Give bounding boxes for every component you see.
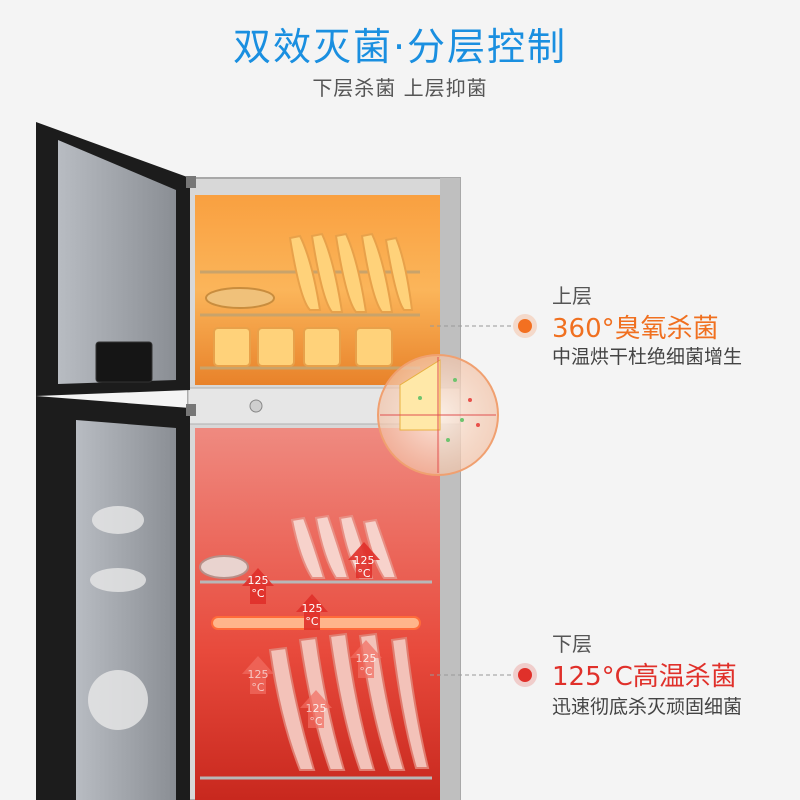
lower-bowls — [290, 514, 398, 579]
temperature-marker-value: 125 — [248, 668, 269, 681]
lower-layer-headline: 125°C高温杀菌 — [552, 662, 737, 692]
upper-layer-description: 中温烘干杜绝细菌增生 — [552, 346, 743, 368]
divider-knob — [249, 399, 263, 413]
upper-connector-dot — [518, 319, 532, 333]
door-control-panel — [95, 341, 153, 383]
door-hinge-top — [186, 176, 196, 188]
temperature-marker-unit: °C — [359, 665, 373, 678]
temperature-marker: 125 °C — [242, 568, 274, 604]
lower-door-glass — [76, 420, 176, 800]
upper-snack-plate — [205, 287, 275, 309]
temperature-marker-unit: °C — [309, 715, 323, 728]
temperature-marker-unit: °C — [251, 587, 265, 600]
upper-layer-label: 上层 — [552, 284, 592, 308]
page-subtitle: 下层杀菌 上层抑菌 — [312, 76, 488, 100]
door-hinge-bottom — [186, 404, 196, 416]
cabinet-side-panel — [440, 178, 460, 800]
temperature-marker-value: 125 — [354, 554, 375, 567]
temperature-marker-value: 125 — [306, 702, 327, 715]
lower-side-bowl — [199, 555, 249, 579]
temperature-marker-value: 125 — [248, 574, 269, 587]
page-title: 双效灭菌·分层控制 — [232, 25, 568, 69]
upper-door-glass — [58, 140, 176, 384]
lower-connector-dot — [518, 668, 532, 682]
temperature-marker: 125 °C — [296, 594, 328, 630]
temperature-marker-value: 125 — [302, 602, 323, 615]
temperature-marker-unit: °C — [305, 615, 319, 628]
lower-layer-description: 迅速彻底杀灭顽固细菌 — [552, 696, 743, 718]
upper-layer-headline: 360°臭氧杀菌 — [552, 314, 719, 344]
temperature-marker: 125 °C — [242, 656, 274, 694]
door-dish-rack-reflection — [88, 506, 148, 730]
temperature-marker-unit: °C — [251, 681, 265, 694]
temperature-marker-unit: °C — [357, 567, 371, 580]
temperature-marker: 125 °C — [350, 640, 382, 678]
upper-cups — [213, 327, 393, 367]
temperature-marker: 125 °C — [348, 542, 380, 580]
upper-bowls — [288, 232, 414, 313]
temperature-marker-value: 125 — [356, 652, 377, 665]
temperature-marker: 125 °C — [300, 690, 332, 728]
lower-layer-label: 下层 — [552, 632, 592, 656]
ozone-particles — [418, 378, 480, 442]
